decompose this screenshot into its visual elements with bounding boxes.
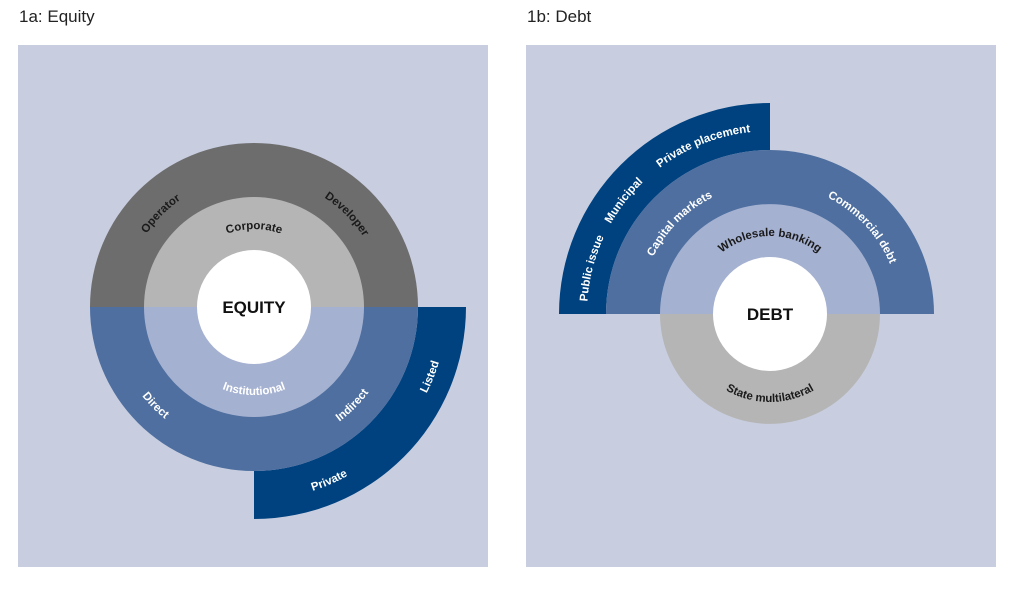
debt-extension-segment (559, 103, 770, 314)
debt-center-circle (713, 257, 827, 371)
debt-panel-title: 1b: Debt (527, 7, 592, 26)
label-corporate: Corporate (224, 220, 283, 237)
equity-panel-title: 1a: Equity (19, 7, 95, 26)
label-institutional: Institutional (221, 381, 287, 398)
debt-center-label: DEBT (747, 305, 794, 324)
equity-extension-segment (254, 307, 466, 519)
equity-center-label: EQUITY (222, 298, 286, 317)
equity-center-circle (197, 250, 311, 364)
